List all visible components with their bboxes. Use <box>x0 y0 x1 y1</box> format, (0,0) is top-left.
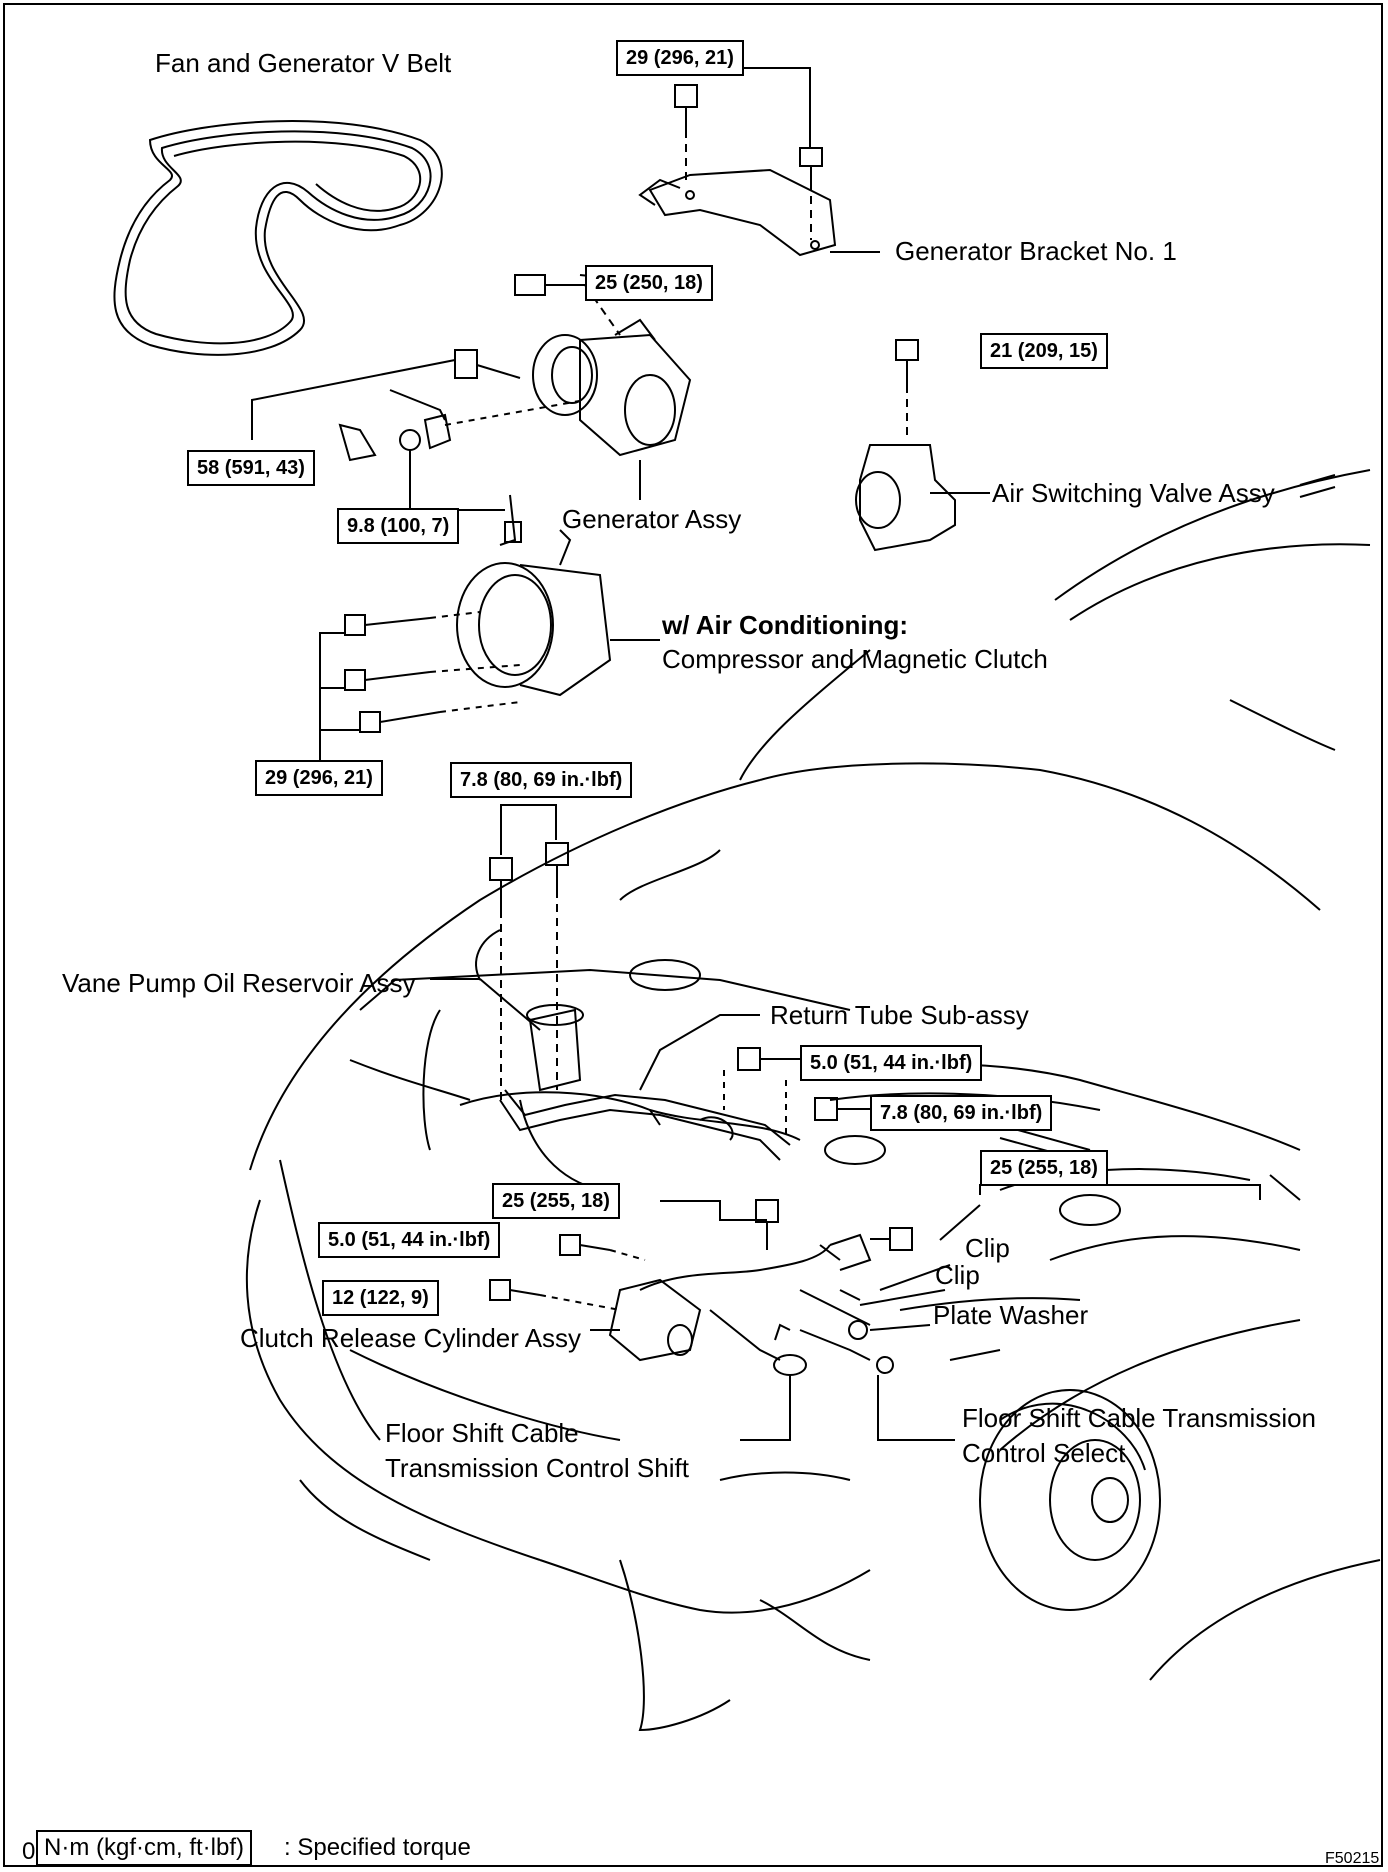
torque-box-terminal: 9.8 (100, 7) <box>337 508 460 544</box>
label-ac-title: w/ Air Conditioning: <box>662 610 908 640</box>
legend-unit-box: N·m (kgf·cm, ft·lbf) <box>36 1830 252 1866</box>
torque-box-cylinder-12: 12 (122, 9) <box>322 1280 439 1316</box>
label-generator: Generator Assy <box>562 504 742 534</box>
generator-bracket-drawing <box>638 67 880 257</box>
v-belt-drawing <box>113 120 443 356</box>
torque-box-left-5: 5.0 (51, 44 in.·lbf) <box>318 1222 501 1258</box>
label-clip-1: Clip <box>965 1233 1010 1263</box>
label-select-cable-1: Floor Shift Cable Transmission <box>962 1403 1317 1433</box>
clutch-and-cables-drawing <box>489 1184 1261 1441</box>
label-vane-pump: Vane Pump Oil Reservoir Assy <box>62 968 416 998</box>
label-fan-belt: Fan and Generator V Belt <box>155 48 452 78</box>
torque-box-generator-lower: 58 (591, 43) <box>187 450 315 486</box>
label-plate-washer: Plate Washer <box>933 1300 1089 1330</box>
torque-box-air-switching-valve: 21 (209, 15) <box>980 333 1108 369</box>
label-air-switching-valve: Air Switching Valve Assy <box>992 478 1275 508</box>
label-select-cable-2: Control Select <box>962 1438 1126 1468</box>
torque-box-return-tube-1: 5.0 (51, 44 in.·lbf) <box>800 1045 983 1081</box>
legend-prefix: 0 <box>22 1838 36 1865</box>
compressor-drawing <box>319 529 660 760</box>
label-clutch-cylinder: Clutch Release Cylinder Assy <box>240 1323 582 1353</box>
vehicle-body-drawing <box>245 469 1381 1732</box>
torque-box-generator-upper: 25 (250, 18) <box>585 265 713 301</box>
legend-text: : Specified torque <box>284 1834 471 1861</box>
torque-box-center-25: 25 (255, 18) <box>492 1183 620 1219</box>
air-switching-valve-drawing <box>855 339 1336 552</box>
diagram-frame <box>3 3 1383 1867</box>
label-generator-bracket: Generator Bracket No. 1 <box>895 236 1177 266</box>
reservoir-and-tube-drawing <box>430 804 1091 1161</box>
torque-box-return-tube-2: 7.8 (80, 69 in.·lbf) <box>870 1095 1053 1131</box>
label-clip-2: Clip <box>935 1260 980 1290</box>
label-shift-cable-2: Transmission Control Shift <box>385 1453 689 1483</box>
label-compressor: Compressor and Magnetic Clutch <box>662 644 1048 674</box>
figure-id: F50215 <box>1325 1850 1380 1867</box>
label-return-tube: Return Tube Sub-assy <box>770 1000 1029 1030</box>
torque-box-compressor: 29 (296, 21) <box>255 760 383 796</box>
torque-box-bracket: 29 (296, 21) <box>616 40 744 76</box>
torque-box-right-25: 25 (255, 18) <box>980 1150 1108 1186</box>
torque-box-reservoir: 7.8 (80, 69 in.·lbf) <box>450 762 633 798</box>
label-shift-cable-1: Floor Shift Cable <box>385 1418 579 1448</box>
